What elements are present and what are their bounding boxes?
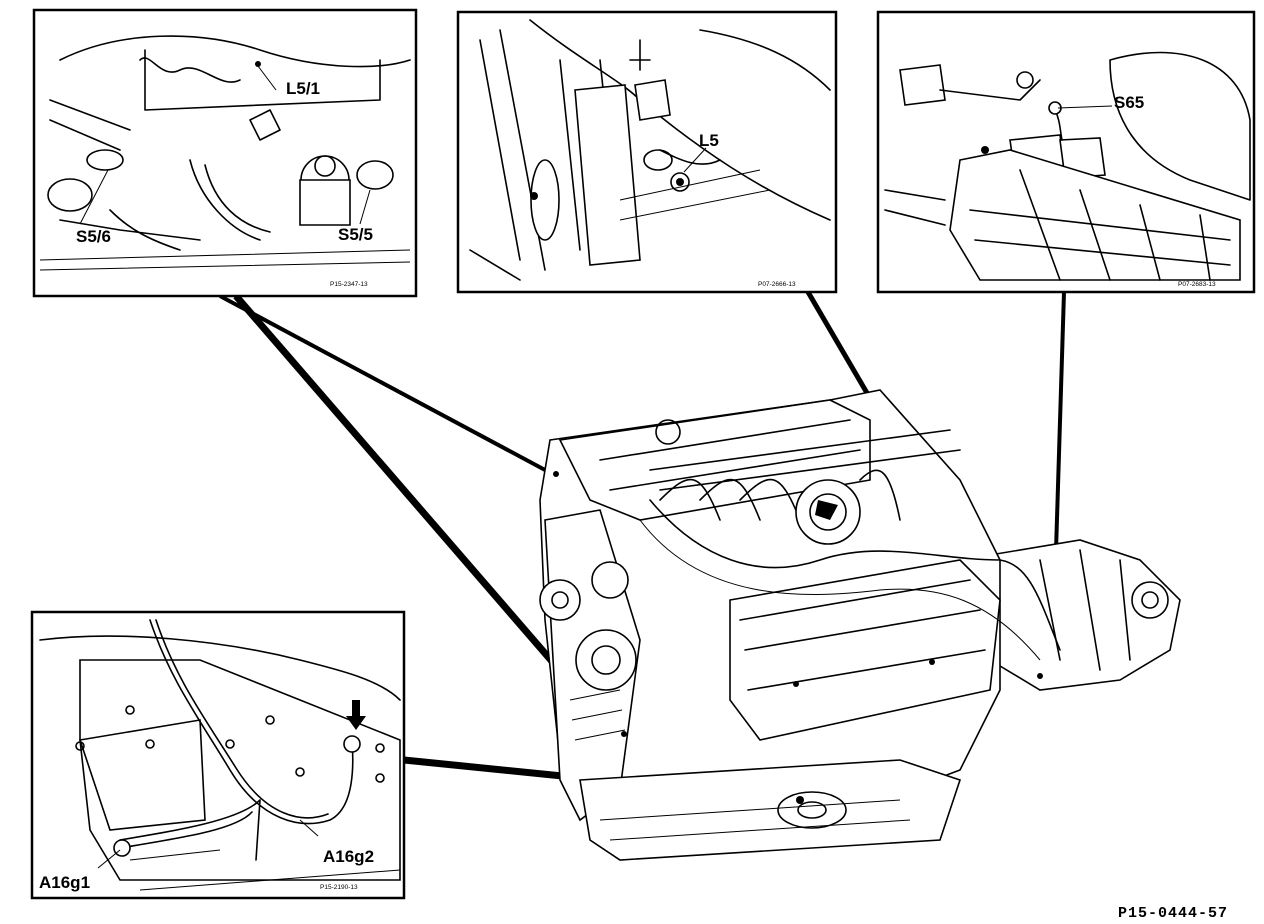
inset-bottom-left-ref: P15-2190-13 [320,884,358,891]
inset-top-left-ref: P15-2347-13 [330,281,368,288]
label-l5-1: L5/1 [286,79,320,98]
inset-top-center-ref: P07-2666-13 [758,281,796,288]
figure-code: P15-0444-57 [1118,905,1228,922]
inset-bottom-left-drawing [39,619,401,891]
label-s5-5: S5/5 [338,225,373,244]
label-s5-6: S5/6 [76,227,111,246]
inset-top-center-drawing [469,19,831,281]
label-a16g2: A16g2 [323,847,374,866]
inset-top-center: L5 P07-2666-13 [456,10,838,294]
inset-top-right: S65 P07-2683-13 [876,10,1256,294]
label-s65: S65 [1114,93,1144,112]
label-a16g1: A16g1 [39,873,90,892]
inset-top-right-ref: P07-2683-13 [1178,281,1216,288]
inset-bottom-left: A16g2 A16g1 P15-2190-13 [30,610,406,900]
inset-top-right-drawing [884,51,1251,281]
inset-top-left: L5/1 S5/6 S5/5 P15-2347-13 [32,8,418,298]
inset-top-left-drawing [39,35,411,271]
engine-transmission-drawing [539,389,1181,861]
label-l5: L5 [699,131,719,150]
